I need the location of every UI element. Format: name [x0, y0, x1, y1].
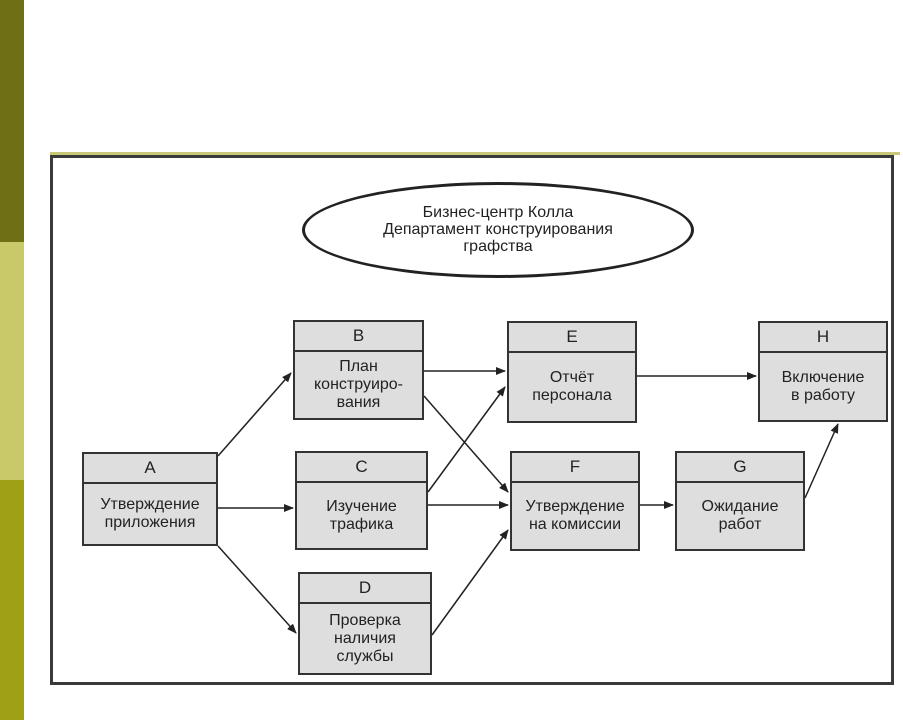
node-a: A Утверждение приложения: [82, 452, 218, 546]
node-e-letter: E: [509, 323, 635, 353]
node-a-line-1: Утверждение: [100, 496, 200, 513]
node-h-label: Включение в работу: [760, 353, 886, 420]
node-g-line-1: Ожидание: [701, 498, 779, 515]
node-f-label: Утверждение на комиссии: [512, 483, 638, 549]
node-c-label: Изучение трафика: [297, 483, 426, 548]
node-c-letter: C: [297, 453, 426, 483]
title-ellipse: [302, 182, 694, 278]
sidebar-stripe-mid: [0, 480, 24, 720]
node-a-letter: A: [84, 454, 216, 484]
title-line-1: Бизнес-центр Колла: [422, 204, 574, 221]
top-divider: [50, 152, 900, 155]
node-b-line-1: План: [339, 358, 378, 375]
title-line-3: графства: [463, 238, 533, 255]
node-b: B План конструиро- вания: [293, 320, 424, 420]
node-g-letter: G: [677, 453, 803, 483]
node-c-line-1: Изучение: [326, 497, 397, 515]
node-a-line-2: приложения: [104, 514, 196, 531]
node-g: G Ожидание работ: [675, 451, 805, 551]
node-e-label: Отчёт персонала: [509, 353, 635, 421]
node-f: F Утверждение на комиссии: [510, 451, 640, 551]
title-text: Бизнес-центр Колла Департамент конструир…: [302, 204, 694, 255]
node-d-letter: D: [300, 574, 430, 604]
node-a-label: Утверждение приложения: [84, 484, 216, 544]
node-b-letter: B: [295, 322, 422, 352]
node-d-line-2: наличия: [334, 629, 396, 647]
sidebar-stripe-dark: [0, 0, 24, 242]
node-f-line-2: на комиссии: [528, 516, 622, 533]
node-e: E Отчёт персонала: [507, 321, 637, 423]
node-f-letter: F: [512, 453, 638, 483]
node-g-label: Ожидание работ: [677, 483, 803, 549]
node-b-label: План конструиро- вания: [295, 352, 422, 418]
node-d-line-3: службы: [336, 647, 394, 665]
node-c: C Изучение трафика: [295, 451, 428, 550]
node-b-line-3: вания: [336, 394, 381, 411]
node-e-line-2: персонала: [532, 387, 612, 404]
node-e-line-1: Отчёт: [549, 369, 595, 386]
node-h: H Включение в работу: [758, 321, 888, 422]
node-d-label: Проверка наличия службы: [300, 604, 430, 673]
sidebar-stripe-light: [0, 242, 24, 480]
node-g-line-2: работ: [718, 516, 762, 533]
node-h-line-2: в работу: [791, 386, 855, 404]
node-d: D Проверка наличия службы: [298, 572, 432, 675]
node-h-line-1: Включение: [781, 368, 865, 386]
node-b-line-2: конструиро-: [313, 376, 404, 393]
title-line-2: Департамент конструирования: [383, 221, 613, 238]
node-c-line-2: трафика: [329, 515, 394, 533]
node-h-letter: H: [760, 323, 886, 353]
node-f-line-1: Утверждение: [525, 498, 625, 515]
node-d-line-1: Проверка: [329, 611, 401, 629]
